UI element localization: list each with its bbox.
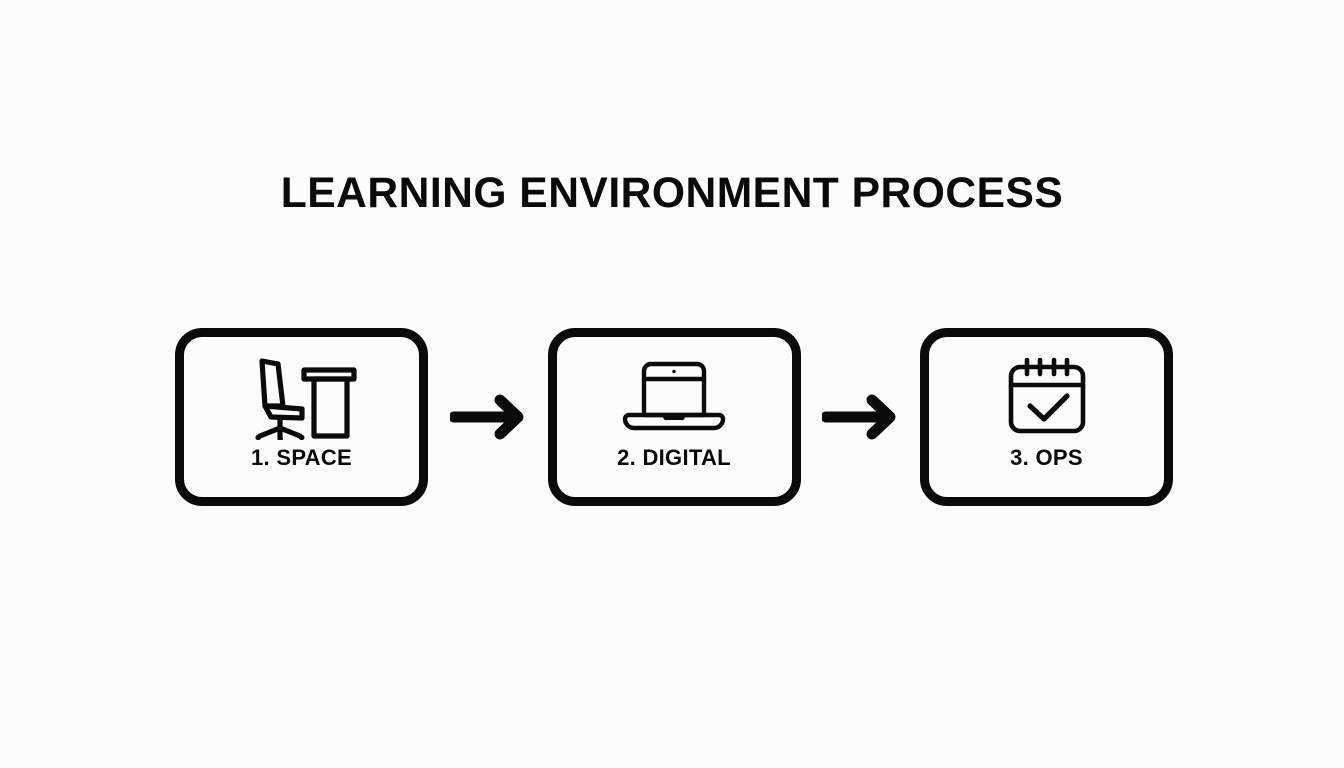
process-step-label-ops: 3. OPS xyxy=(1010,445,1083,470)
process-step-card-ops[interactable]: 3. OPS xyxy=(920,328,1173,506)
process-step-label-space: 1. SPACE xyxy=(250,445,353,470)
page-title: LEARNING ENVIRONMENT PROCESS xyxy=(280,169,1064,217)
arrow-right-icon xyxy=(822,393,898,441)
desk-chair-icon xyxy=(246,354,358,440)
process-step-card-digital[interactable]: 2. DIGITAL xyxy=(547,328,801,506)
arrow-right-icon xyxy=(449,393,526,441)
process-step-label-digital: 2. DIGITAL xyxy=(617,445,731,470)
calendar-check-icon xyxy=(1001,354,1093,440)
process-flow: 1. SPACE xyxy=(175,328,1173,506)
process-step-card-space[interactable]: 1. SPACE xyxy=(175,328,428,506)
laptop-icon xyxy=(622,354,726,440)
